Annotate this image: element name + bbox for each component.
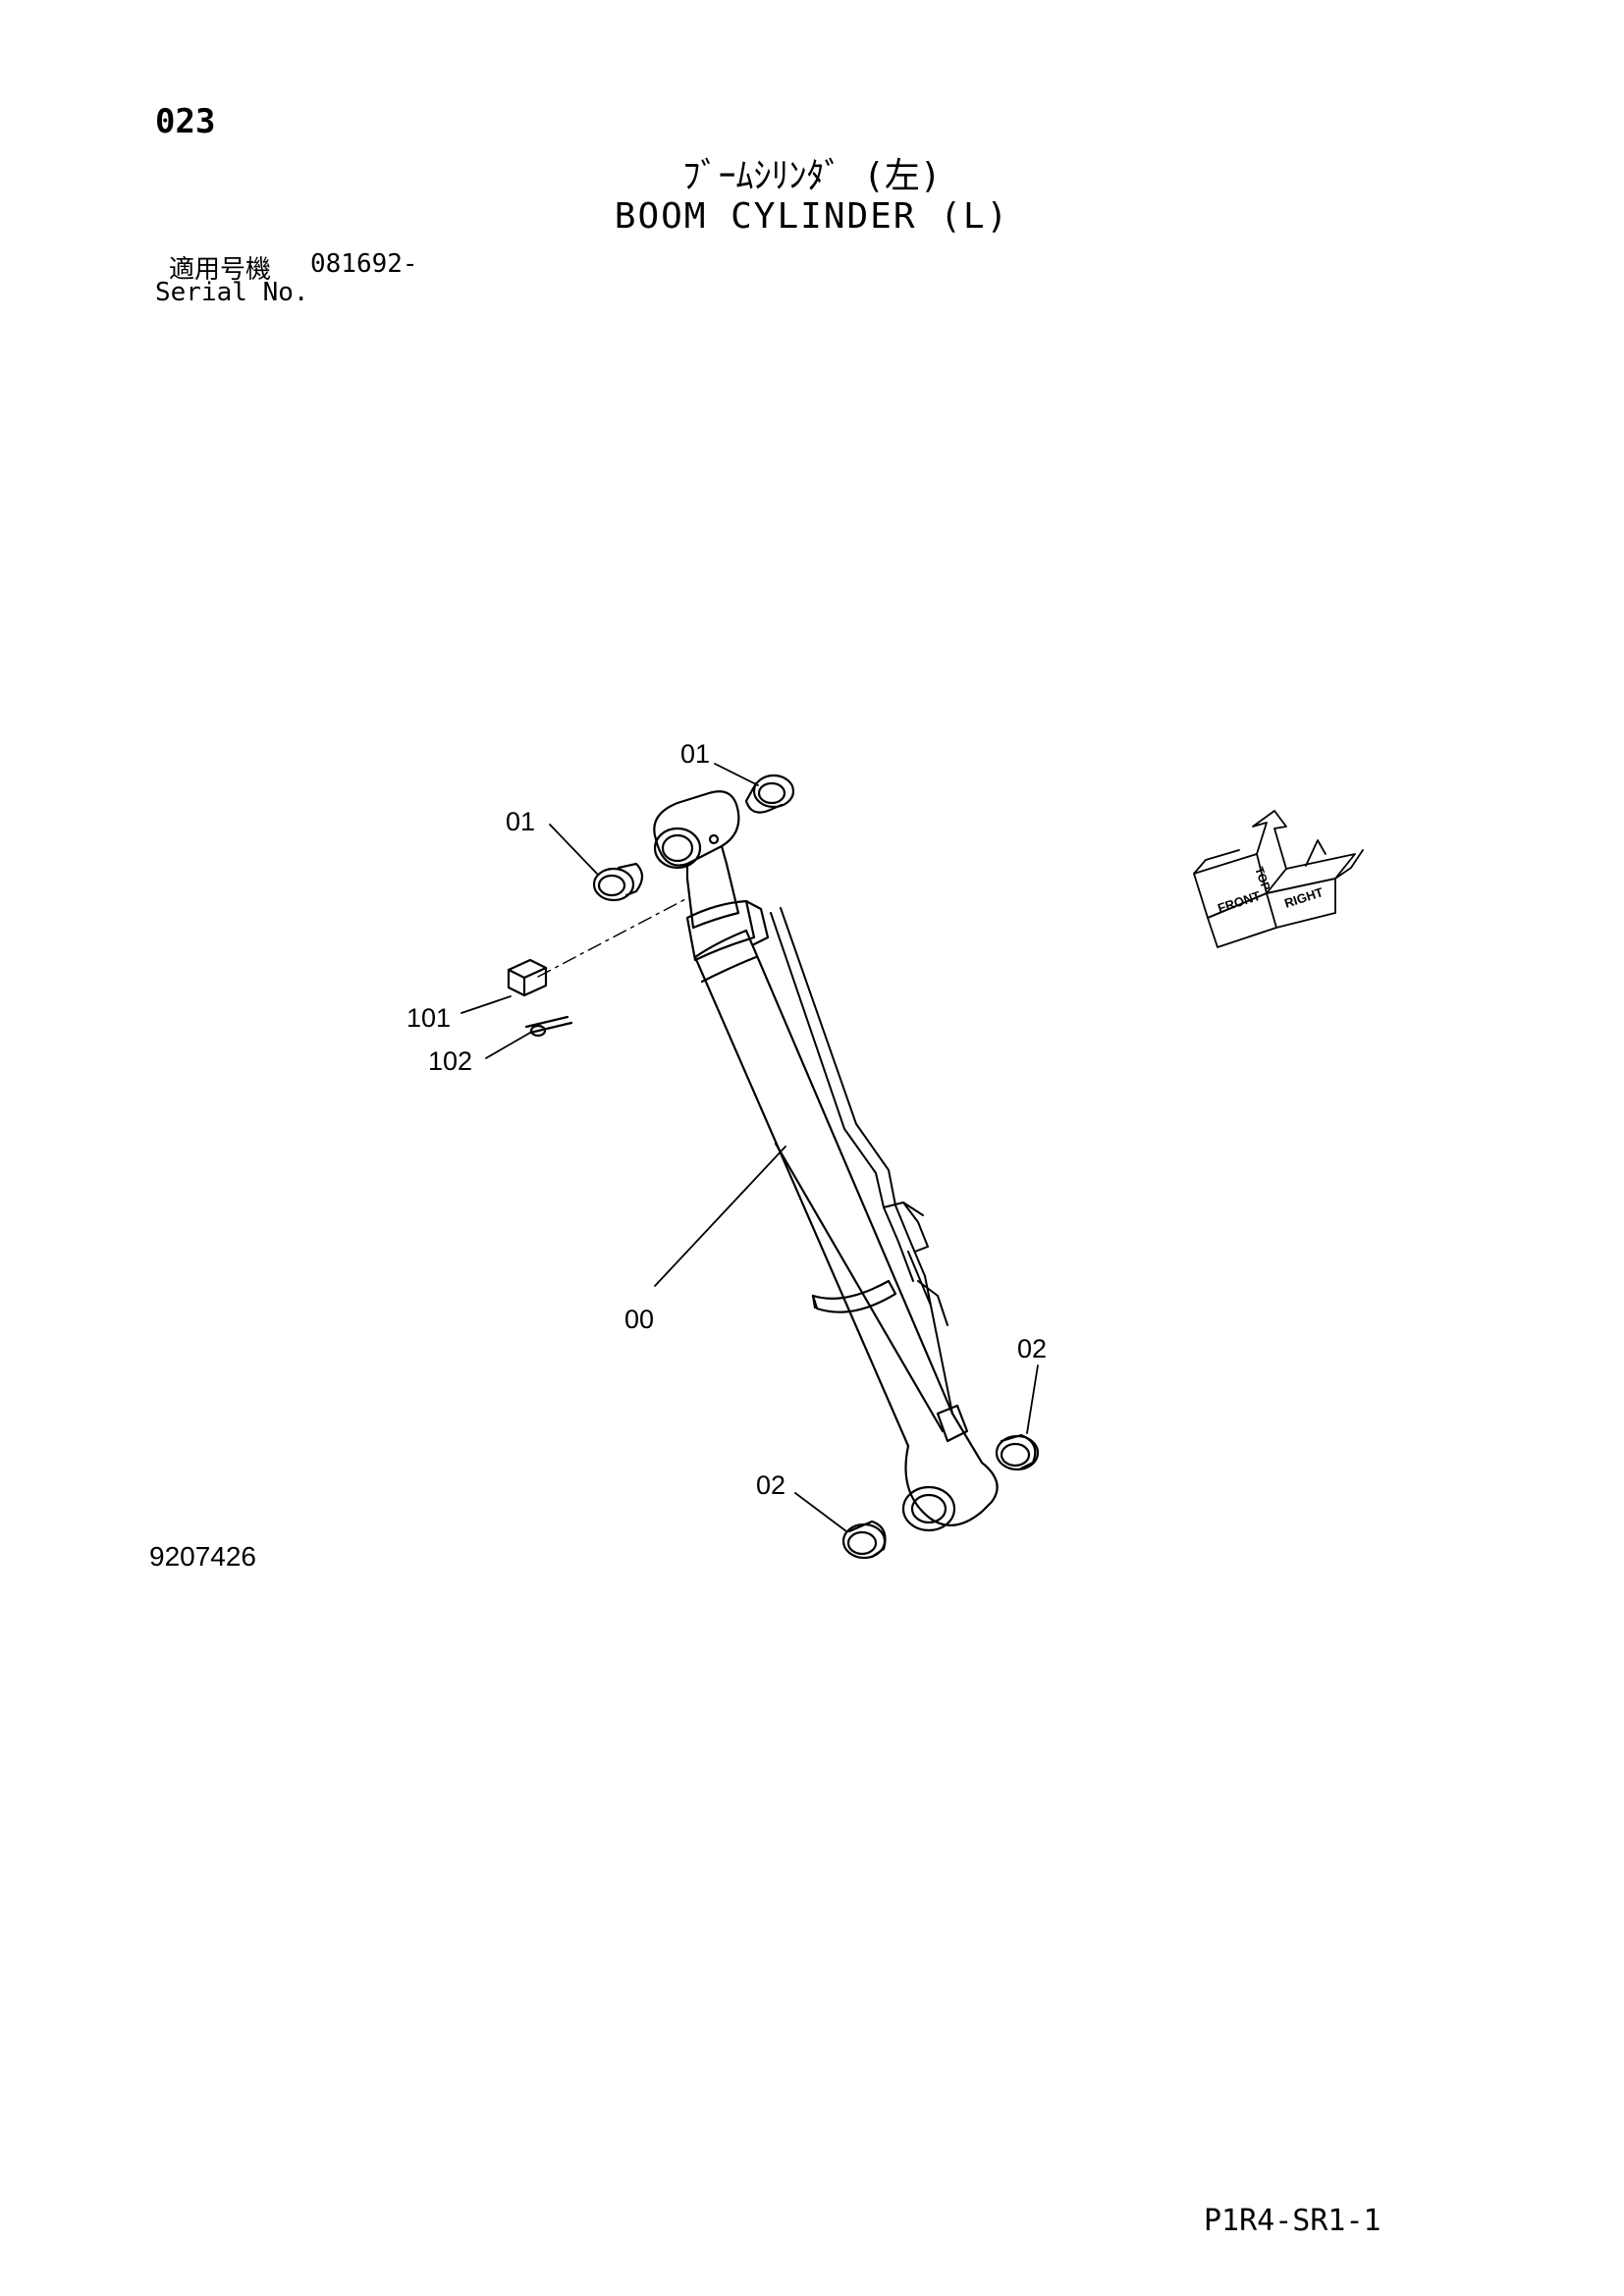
rod-eye [653,790,740,881]
serial-label-english: Serial No. [155,278,309,307]
title-english: BOOM CYLINDER (L) [614,196,1010,237]
assembly-centerline [537,897,688,978]
serial-label-japanese: 適用号機 [169,255,272,285]
orientation-front-label: FRONT [1216,888,1262,916]
callout-01-top: 01 [680,739,710,769]
bushing-01-left [592,862,644,902]
leader-lines [460,763,1039,1532]
figure-number: 9207426 [149,1541,257,1572]
callout-labels: 01 01 101 102 00 02 02 [406,739,1047,1500]
page-number: 023 [155,102,216,141]
title-japanese: ﾌﾞｰﾑｼﾘﾝﾀﾞ (左) [682,156,942,196]
callout-01-left: 01 [506,807,535,836]
bottom-eye [901,1404,999,1532]
bushing-02-right [995,1433,1040,1471]
grease-fitting-101 [507,958,548,997]
callout-101: 101 [406,1003,451,1033]
document-code: P1R4-SR1-1 [1204,2204,1381,2238]
bushing-01-top [744,774,795,814]
callout-102: 102 [428,1046,472,1076]
pin-102 [524,1015,573,1038]
callout-02-left: 02 [756,1470,785,1500]
serial-range: 081692- [310,249,418,279]
callout-00: 00 [624,1305,654,1334]
cylinder-rod [685,862,770,962]
hydraulic-pipe [770,907,953,1415]
orientation-indicator: FRONT RIGHT TOP [1193,810,1364,948]
bushing-02-left [841,1520,887,1560]
pipe-clamp [811,1279,897,1313]
cylinder-barrel [693,929,954,1448]
callout-02-right: 02 [1017,1334,1047,1363]
